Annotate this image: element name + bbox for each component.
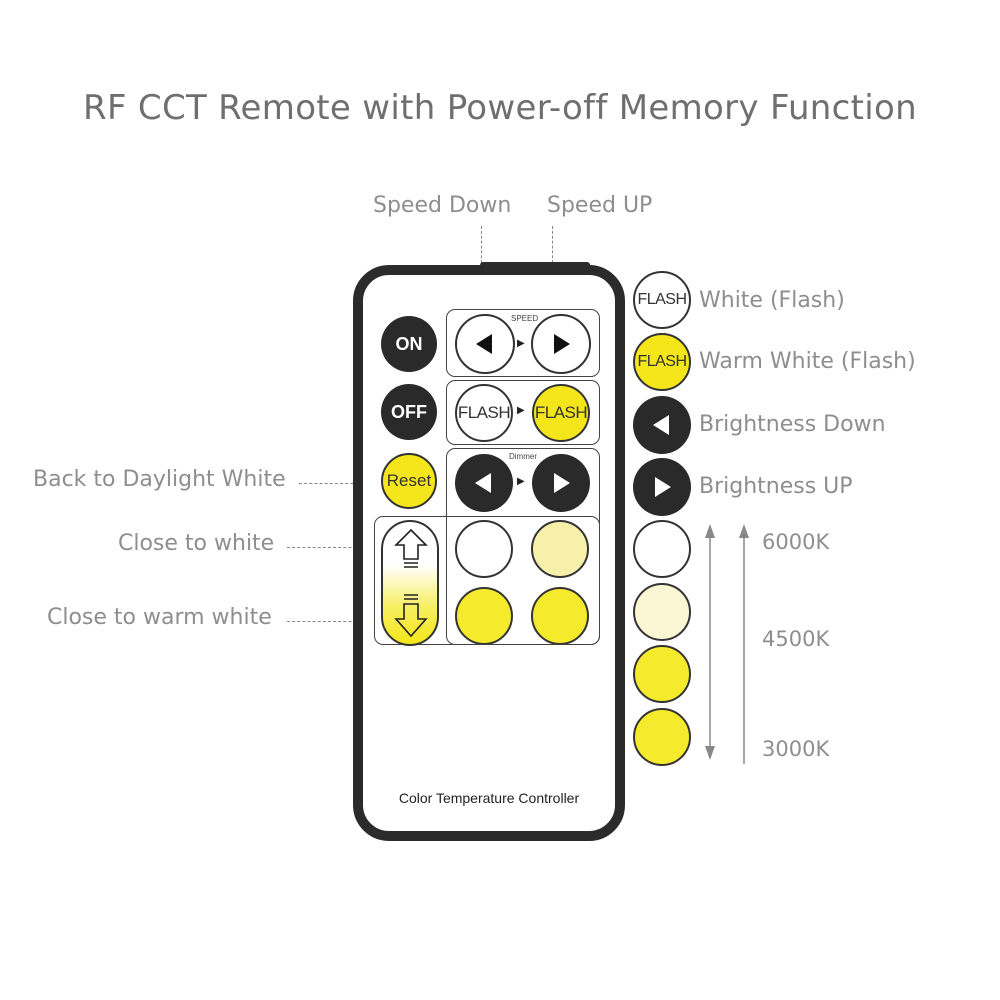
warm-white-flash-button[interactable]: FLASH [532, 384, 590, 442]
legend-warm-flash-icon: FLASH [633, 333, 691, 391]
triangle-left-icon [475, 473, 491, 493]
legend-4000k-swatch [633, 645, 691, 703]
flash-group [446, 380, 600, 445]
remote-footer-text: Color Temperature Controller [398, 790, 580, 806]
cct-rocker-button[interactable] [381, 520, 439, 646]
legend-brightness-up-icon [633, 458, 691, 516]
cct-5000k-button[interactable] [531, 520, 589, 578]
on-button[interactable]: ON [381, 316, 437, 372]
close-white-label: Close to white [118, 531, 275, 556]
legend-warm-flash-text: Warm White (Flash) [699, 349, 916, 374]
triangle-right-icon [554, 334, 570, 354]
cct-3000k-button[interactable] [531, 587, 589, 645]
arrow-up-icon [394, 528, 428, 568]
legend-3000k-swatch [633, 708, 691, 766]
legend-5000k-swatch [633, 583, 691, 641]
brightness-down-button[interactable] [455, 454, 513, 512]
kelvin-6000-label: 6000K [762, 530, 830, 554]
page-title: RF CCT Remote with Power-off Memory Func… [83, 88, 917, 128]
arrow-small-icon: ▶ [517, 405, 525, 416]
legend-white-flash-icon: FLASH [633, 271, 691, 329]
cct-6000k-button[interactable] [455, 520, 513, 578]
speed-caption: SPEED [511, 314, 539, 323]
triangle-right-icon [554, 473, 570, 493]
cct-group [374, 516, 600, 645]
cct-4000k-button[interactable] [455, 587, 513, 645]
close-warm-leader [287, 621, 377, 622]
arrow-small-icon: ▶ [517, 476, 525, 487]
triangle-left-icon [476, 334, 492, 354]
speed-down-label: Speed Down [373, 193, 512, 218]
kelvin-4500-label: 4500K [762, 627, 830, 651]
brightness-up-button[interactable] [532, 454, 590, 512]
kelvin-3000-label: 3000K [762, 737, 830, 761]
speed-up-button[interactable] [531, 314, 591, 374]
legend-brightness-up-text: Brightness UP [699, 474, 853, 499]
off-button[interactable]: OFF [381, 384, 437, 440]
close-warm-label: Close to warm white [47, 605, 272, 630]
legend-6000k-swatch [633, 520, 691, 578]
cct-scale-arrow-up-icon [739, 524, 749, 764]
dimmer-caption: Dimmer [509, 452, 537, 461]
legend-brightness-down-icon [633, 396, 691, 454]
close-white-leader [287, 547, 377, 548]
reset-leader [299, 483, 379, 484]
cct-scale-arrow-down-icon [705, 746, 715, 760]
legend-white-flash-text: White (Flash) [699, 288, 845, 313]
white-flash-button[interactable]: FLASH [455, 384, 513, 442]
arrow-small-icon: ▶ [517, 338, 525, 349]
arrow-down-icon [394, 594, 428, 638]
remote-top-ridge [480, 262, 590, 268]
speed-group [446, 309, 600, 377]
cct-scale-arrow-icon [705, 524, 715, 748]
speed-down-button[interactable] [455, 314, 515, 374]
legend-brightness-down-text: Brightness Down [699, 412, 886, 437]
reset-label: Back to Daylight White [33, 467, 286, 492]
reset-button[interactable]: Reset [381, 453, 437, 509]
speed-up-label: Speed UP [547, 193, 653, 218]
